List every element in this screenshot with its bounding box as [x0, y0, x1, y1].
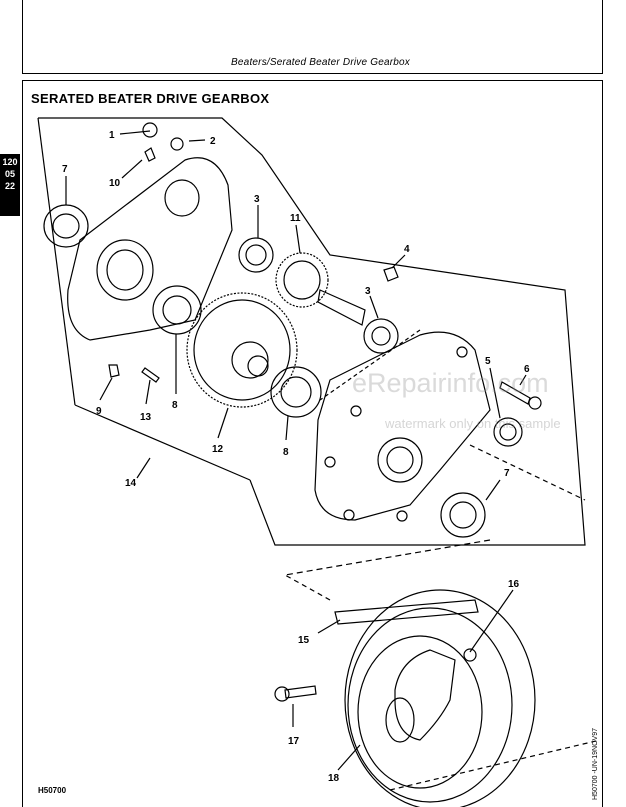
- bearing-center: [270, 366, 322, 418]
- watermark-note: watermark only on this sample: [385, 416, 561, 431]
- callout-14: 14: [125, 478, 137, 489]
- callout-3a: 3: [254, 194, 260, 205]
- right-housing: [314, 331, 491, 521]
- callout-3b: 3: [365, 286, 371, 297]
- header-frame: [22, 0, 603, 74]
- page-number-line-1: 120: [2, 157, 18, 167]
- pinion-gear: [275, 252, 329, 308]
- seal-right: [440, 492, 486, 538]
- callout-17: 17: [288, 736, 300, 747]
- callout-4: 4: [404, 244, 410, 255]
- figure-code: H50700: [38, 786, 67, 795]
- large-gear: [186, 292, 298, 408]
- plug: [108, 364, 120, 378]
- callout-10: 10: [109, 178, 121, 189]
- watermark-site: eRepairinfo.com: [352, 368, 549, 398]
- callout-13: 13: [140, 412, 152, 423]
- callout-8a: 8: [172, 400, 178, 411]
- page-number-line-3: 22: [4, 181, 15, 191]
- callout-1: 1: [109, 130, 115, 141]
- callout-18: 18: [328, 773, 340, 784]
- page-number-tab: 120 05 22: [0, 154, 20, 216]
- callout-6: 6: [524, 364, 530, 375]
- roll-pin: [141, 367, 160, 383]
- callout-16: 16: [508, 579, 520, 590]
- bearing-right: [363, 318, 399, 354]
- pulley: [344, 589, 536, 807]
- seal-small: [493, 417, 523, 447]
- bolt: [499, 381, 531, 405]
- vertical-figure-code: H50700 -UN-19NOV97: [592, 728, 599, 800]
- callout-15: 15: [298, 635, 310, 646]
- bearing-upper: [238, 237, 274, 273]
- content-frame: [22, 80, 603, 807]
- bearing-left: [152, 285, 202, 335]
- callout-7b: 7: [504, 468, 510, 479]
- callout-12: 12: [212, 444, 224, 455]
- callout-11: 11: [290, 213, 301, 224]
- callout-5: 5: [485, 356, 491, 367]
- page-number-line-2: 05: [4, 169, 15, 179]
- page-title: SERATED BEATER DRIVE GEARBOX: [31, 91, 270, 106]
- callout-9: 9: [96, 406, 102, 417]
- key: [383, 266, 399, 282]
- left-housing: [67, 157, 233, 341]
- callout-8b: 8: [283, 447, 289, 458]
- callout-7a: 7: [62, 164, 68, 175]
- cap-screw: [284, 685, 317, 699]
- drive-belt-key: [334, 599, 479, 625]
- section-header: Beaters/Serated Beater Drive Gearbox: [231, 57, 410, 68]
- assembly-outline: [38, 117, 586, 546]
- seal-left: [43, 204, 89, 248]
- callout-2: 2: [210, 136, 216, 147]
